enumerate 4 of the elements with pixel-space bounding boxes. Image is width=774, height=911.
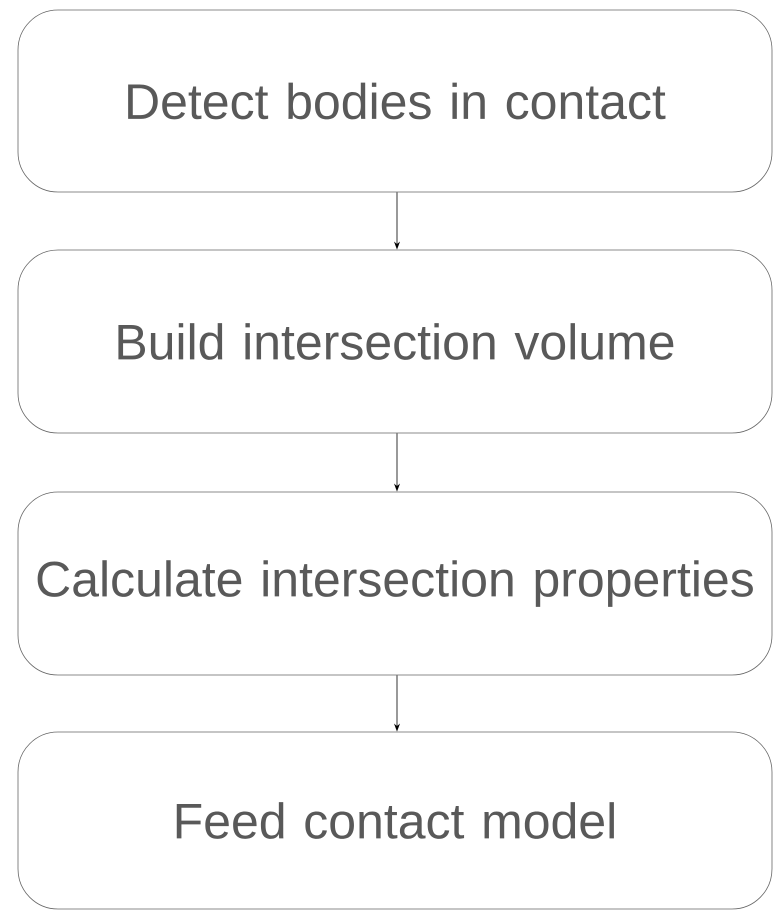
- process-box: Calculate intersection properties: [18, 492, 772, 676]
- process-box: Feed contact model: [18, 732, 772, 910]
- process-box: Detect bodies in contact: [18, 10, 772, 192]
- process-box: Build intersection volume: [18, 250, 772, 434]
